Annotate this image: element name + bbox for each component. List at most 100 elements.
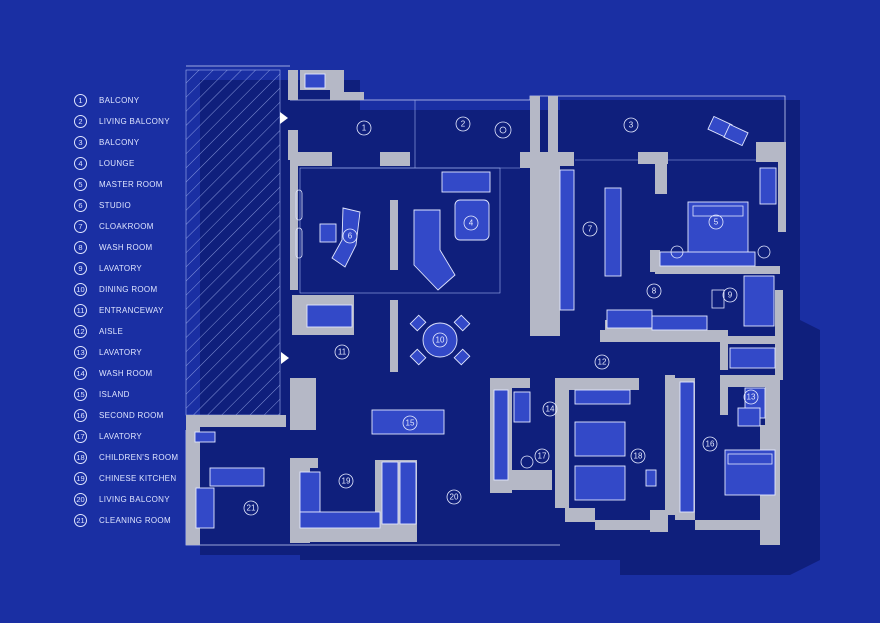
legend-number: 6 [74,199,87,212]
room-marker-number: 1 [362,124,367,133]
room-markers: 1 2 3 4 5 6 7 8 9 10 11 12 13 14 15 16 1… [243,116,759,516]
legend-label: LOUNGE [99,159,135,168]
legend-number: 13 [74,346,87,359]
legend-number: 20 [74,493,87,506]
legend-item: 20 LIVING BALCONY [74,489,214,510]
room-marker: 15 [402,415,418,431]
legend-label: CLOAKROOM [99,222,154,231]
legend-item: 8 WASH ROOM [74,237,214,258]
room-marker: 17 [534,448,550,464]
room-marker: 13 [743,389,759,405]
legend-label: LAVATORY [99,348,143,357]
room-marker: 8 [646,283,662,299]
legend-number: 1 [74,94,87,107]
legend-item: 12 AISLE [74,321,214,342]
room-marker-number: 8 [652,287,657,296]
legend-number: 4 [74,157,87,170]
legend-item: 7 CLOAKROOM [74,216,214,237]
legend-label: STUDIO [99,201,132,210]
legend-item: 3 BALCONY [74,132,214,153]
room-marker-number: 18 [634,452,643,461]
legend-label: BALCONY [99,138,140,147]
room-marker-number: 19 [342,477,351,486]
legend-label: ENTRANCEWAY [99,306,164,315]
legend-item: 16 SECOND ROOM [74,405,214,426]
legend-label: WASH ROOM [99,243,153,252]
legend-item: 14 WASH ROOM [74,363,214,384]
room-marker-number: 6 [348,232,353,241]
room-marker-number: 20 [450,493,459,502]
legend-label: DINING ROOM [99,285,158,294]
legend-number: 18 [74,451,87,464]
legend-number: 17 [74,430,87,443]
room-marker: 20 [446,489,462,505]
room-marker: 14 [542,401,558,417]
room-marker: 7 [582,221,598,237]
room-marker-number: 17 [538,452,547,461]
legend-number: 9 [74,262,87,275]
room-marker: 3 [623,117,639,133]
room-marker: 9 [722,287,738,303]
room-marker-number: 5 [714,218,719,227]
legend-number: 19 [74,472,87,485]
legend-label: WASH ROOM [99,369,153,378]
room-marker-number: 11 [338,348,347,357]
legend-item: 5 MASTER ROOM [74,174,214,195]
room-marker: 5 [708,214,724,230]
legend-number: 2 [74,115,87,128]
legend-number: 14 [74,367,87,380]
room-marker: 4 [463,215,479,231]
legend-label: LIVING BALCONY [99,117,170,126]
room-marker: 16 [702,436,718,452]
entrance-arrow-icon [280,112,288,124]
legend-label: CHINESE KITCHEN [99,474,177,483]
legend-label: AISLE [99,327,124,336]
room-marker-number: 10 [436,336,445,345]
legend-number: 16 [74,409,87,422]
legend-label: CHILDREN'S ROOM [99,453,179,462]
legend-item: 10 DINING ROOM [74,279,214,300]
legend-item: 19 CHINESE KITCHEN [74,468,214,489]
legend-label: LAVATORY [99,432,143,441]
room-marker-number: 9 [728,291,733,300]
legend-number: 11 [74,304,87,317]
room-marker-number: 3 [629,121,634,130]
room-marker-number: 4 [469,219,474,228]
legend-item: 18 CHILDREN'S ROOM [74,447,214,468]
hatched-balcony-strip [186,70,280,415]
legend-number: 10 [74,283,87,296]
room-marker: 10 [432,332,448,348]
legend-label: LAVATORY [99,264,143,273]
legend-number: 5 [74,178,87,191]
legend-item: 17 LAVATORY [74,426,214,447]
legend-number: 3 [74,136,87,149]
legend-item: 6 STUDIO [74,195,214,216]
room-marker: 1 [356,120,372,136]
room-marker-number: 21 [247,504,256,513]
entrance-arrow-icon [281,352,289,364]
room-marker: 18 [630,448,646,464]
room-marker: 6 [342,228,358,244]
room-marker: 2 [455,116,471,132]
legend-number: 15 [74,388,87,401]
room-marker: 19 [338,473,354,489]
legend-number: 12 [74,325,87,338]
room-marker: 12 [594,354,610,370]
legend-label: SECOND ROOM [99,411,164,420]
legend-label: LIVING BALCONY [99,495,170,504]
legend-label: BALCONY [99,96,140,105]
legend-label: MASTER ROOM [99,180,163,189]
legend-item: 1 BALCONY [74,90,214,111]
legend-item: 4 LOUNGE [74,153,214,174]
legend-label: CLEANING ROOM [99,516,171,525]
room-marker: 21 [243,500,259,516]
legend-item: 11 ENTRANCEWAY [74,300,214,321]
legend-number: 7 [74,220,87,233]
room-marker-number: 16 [706,440,715,449]
legend-number: 8 [74,241,87,254]
legend-number: 21 [74,514,87,527]
legend-label: ISLAND [99,390,130,399]
legend-item: 2 LIVING BALCONY [74,111,214,132]
